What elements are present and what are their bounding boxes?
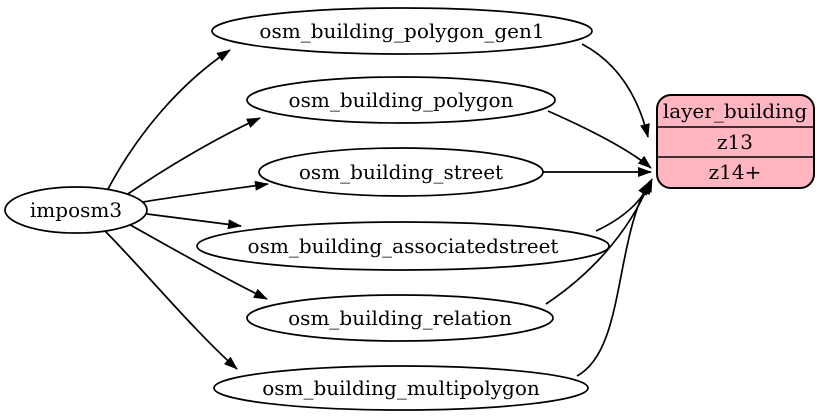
edge-imposm3-to-osm-building-relation [124,221,268,300]
imposm3-ellipse [4,186,148,234]
node-osm-building-polygon-gen1: osm_building_polygon_gen1 [211,7,593,55]
edges-to-layer-building [542,43,653,377]
edge-osm-building-polygon-to-z14 [547,110,652,169]
osm-building-polygon-gen1-label: osm_building_polygon_gen1 [259,19,544,43]
osm-building-polygon-label: osm_building_polygon [289,88,514,112]
edge-osm-building-multipolygon-to-z14 [576,181,650,377]
node-osm-building-multipolygon: osm_building_multipolygon [213,365,589,411]
layer-building-row-z13: z13 [717,130,753,154]
edge-imposm3-to-osm-building-associatedstreet [146,213,242,230]
osm-building-street-label: osm_building_street [299,160,503,184]
osm-building-street-ellipse [258,147,544,197]
osm-building-associatedstreet-ellipse [196,221,610,271]
imposm3-label: imposm3 [30,198,122,222]
osm-building-multipolygon-label: osm_building_multipolygon [262,376,540,400]
osm-building-multipolygon-ellipse [213,365,589,411]
edge-imposm3-to-osm-building-street [142,180,269,203]
node-osm-building-associatedstreet: osm_building_associatedstreet [196,221,610,271]
node-osm-building-street: osm_building_street [258,147,544,197]
node-layer-building: layer_building z13 z14+ [656,94,815,189]
node-imposm3: imposm3 [4,186,148,234]
osm-building-relation-label: osm_building_relation [288,306,512,330]
layer-building-title: layer_building [663,99,808,123]
layer-building-box [656,94,815,189]
edge-imposm3-to-osm-building-polygon-gen1 [106,49,231,192]
edge-osm-building-associatedstreet-to-z14 [595,178,653,232]
node-osm-building-polygon: osm_building_polygon [246,76,556,124]
node-osm-building-relation: osm_building_relation [246,294,554,342]
osm-building-relation-ellipse [246,294,554,342]
edges-from-imposm3 [103,49,269,370]
osm-building-polygon-ellipse [246,76,556,124]
osm-building-polygon-gen1-ellipse [211,7,593,55]
edge-osm-building-polygon-gen1-to-z13 [581,43,650,138]
layer-building-row-z14: z14+ [709,160,762,184]
edge-imposm3-to-osm-building-polygon [121,117,261,199]
osm-building-associatedstreet-label: osm_building_associatedstreet [248,234,559,258]
edge-imposm3-to-osm-building-multipolygon [103,229,238,370]
